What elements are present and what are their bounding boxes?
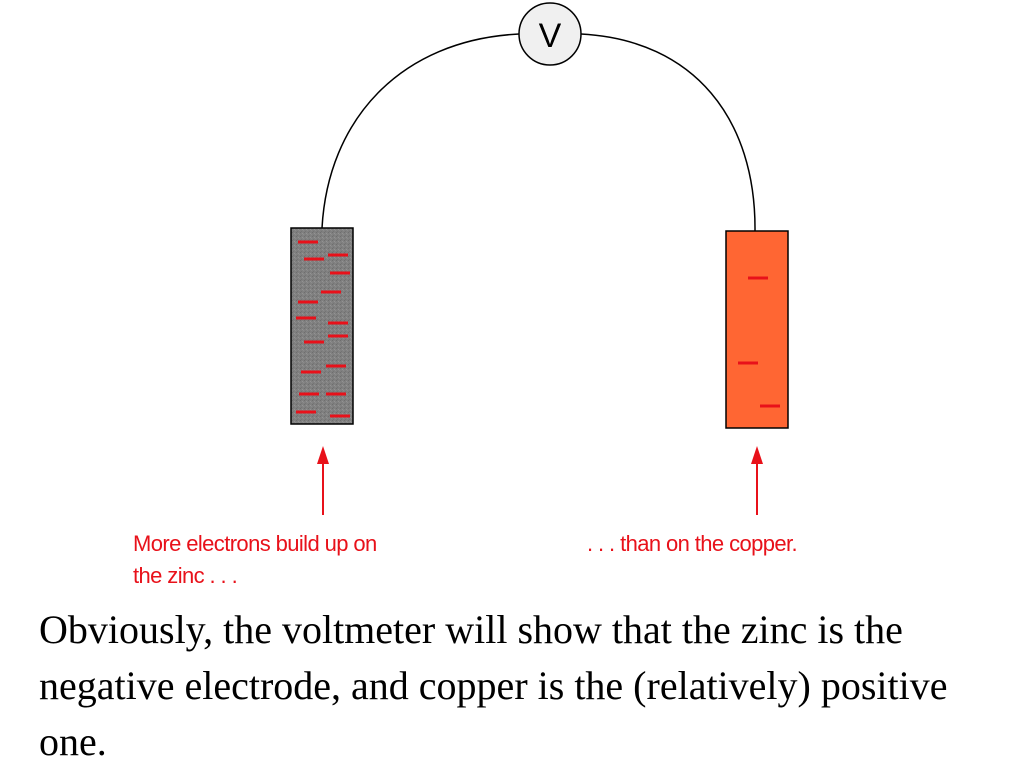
copper-electron-3 <box>760 404 780 408</box>
zinc-electron-10 <box>328 334 348 338</box>
copper-electrons <box>738 276 780 408</box>
zinc-electron-9 <box>304 340 324 344</box>
zinc-arrow-head <box>317 446 329 464</box>
zinc-electron-2 <box>304 257 324 261</box>
copper-electron-2 <box>738 361 758 365</box>
copper-electron-1 <box>748 276 768 280</box>
voltmeter-symbol: V <box>539 17 562 55</box>
copper-electrode <box>725 230 789 429</box>
zinc-caption-line-1: More electrons build up on <box>133 531 377 556</box>
zinc-electron-8 <box>328 321 348 325</box>
zinc-electron-16 <box>330 414 350 418</box>
wire-right <box>580 33 756 232</box>
voltmeter: V <box>518 2 582 66</box>
zinc-electron-12 <box>326 364 346 368</box>
zinc-electron-13 <box>299 392 319 396</box>
zinc-electron-15 <box>296 410 316 414</box>
zinc-electron-3 <box>328 253 348 257</box>
voltmeter-circle <box>518 2 582 66</box>
zinc-electrons <box>296 240 350 418</box>
copper-arrow-head <box>751 446 763 464</box>
zinc-electron-11 <box>301 370 321 374</box>
zinc-caption-line-2: the zinc . . . <box>133 563 238 588</box>
copper-caption: . . . than on the copper. <box>587 528 798 560</box>
zinc-electrode <box>290 227 354 425</box>
zinc-electron-4 <box>330 271 350 275</box>
zinc-pointer-arrow <box>317 446 329 515</box>
zinc-electron-5 <box>321 290 341 294</box>
zinc-electron-7 <box>296 316 316 320</box>
body-text: Obviously, the voltmeter will show that … <box>39 607 948 764</box>
zinc-electron-1 <box>298 240 318 244</box>
copper-pointer-arrow <box>751 446 763 515</box>
copper-caption-line-1: . . . than on the copper. <box>587 531 798 556</box>
wire-left <box>321 33 520 229</box>
zinc-electron-6 <box>298 300 318 304</box>
zinc-caption: More electrons build up on the zinc . . … <box>133 528 377 592</box>
zinc-electron-14 <box>326 392 346 396</box>
